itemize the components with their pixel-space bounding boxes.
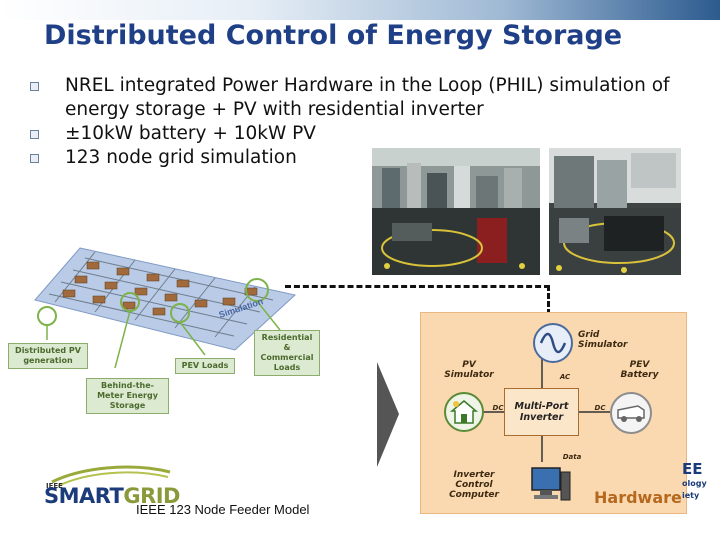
ieee-small-text: IEEE — [46, 482, 63, 490]
grid-simulator-label: Grid Simulator — [578, 330, 628, 350]
data-label: Data — [562, 453, 582, 461]
feeder-model-caption: IEEE 123 Node Feeder Model — [136, 502, 310, 517]
feeder-simulation-diagram: Simulation — [5, 240, 305, 420]
label-distributed-pv: Distributed PV generation — [8, 343, 88, 369]
grid-word: GRID — [123, 484, 180, 508]
label-behind-meter-storage: Behind-the-Meter Energy Storage — [86, 378, 169, 414]
label-pev-loads: PEV Loads — [175, 358, 235, 374]
smartgrid-wordmark: SMARTGRID — [44, 484, 180, 508]
house-icon — [444, 392, 484, 432]
bullet-text: ±10kW battery + 10kW PV — [65, 123, 316, 144]
inverter-control-label: Inverter Control Computer — [449, 470, 499, 500]
dashed-connector-horizontal — [285, 285, 550, 288]
bullet-item: 123 node grid simulation — [30, 146, 670, 170]
bullet-square-icon — [30, 130, 39, 139]
dc-left-label: DC — [492, 404, 504, 412]
dashed-connector-vertical — [547, 285, 550, 315]
edge-logo-line2: ology — [682, 479, 707, 488]
hardware-heading: Hardware — [594, 488, 682, 507]
smart-word: SMART — [44, 484, 124, 508]
bullet-item: NREL integrated Power Hardware in the Lo… — [30, 74, 670, 122]
edge-logo-line1: EE — [682, 463, 703, 478]
pv-simulator-label: PV Simulator — [444, 360, 494, 380]
vehicle-icon — [610, 392, 652, 434]
chevron-right-icon — [377, 362, 399, 467]
bullet-item: ±10kW battery + 10kW PV — [30, 122, 670, 146]
bullet-list: NREL integrated Power Hardware in the Lo… — [30, 74, 670, 170]
bullet-square-icon — [30, 154, 39, 163]
bullet-text: NREL integrated Power Hardware in the Lo… — [65, 75, 670, 120]
edge-logo-line3: iety — [682, 491, 700, 500]
ac-label: AC — [559, 373, 571, 381]
ieee-society-logo: EE ology iety — [682, 463, 720, 513]
grid-simulator-icon — [533, 323, 573, 363]
computer-icon — [528, 466, 572, 506]
top-gradient-bar — [0, 0, 720, 20]
bullet-square-icon — [30, 82, 39, 91]
smartgrid-logo-swoosh — [51, 465, 171, 487]
multi-port-inverter: Multi-Port Inverter — [504, 388, 579, 436]
lab-photo-right — [549, 148, 681, 275]
label-residential-commercial: Residential & Commercial Loads — [254, 330, 320, 376]
lab-photo-left — [372, 148, 540, 275]
bullet-text: 123 node grid simulation — [65, 147, 297, 168]
pev-battery-label: PEV Battery — [620, 360, 659, 380]
dc-right-label: DC — [594, 404, 606, 412]
slide-title: Distributed Control of Energy Storage — [44, 20, 623, 51]
